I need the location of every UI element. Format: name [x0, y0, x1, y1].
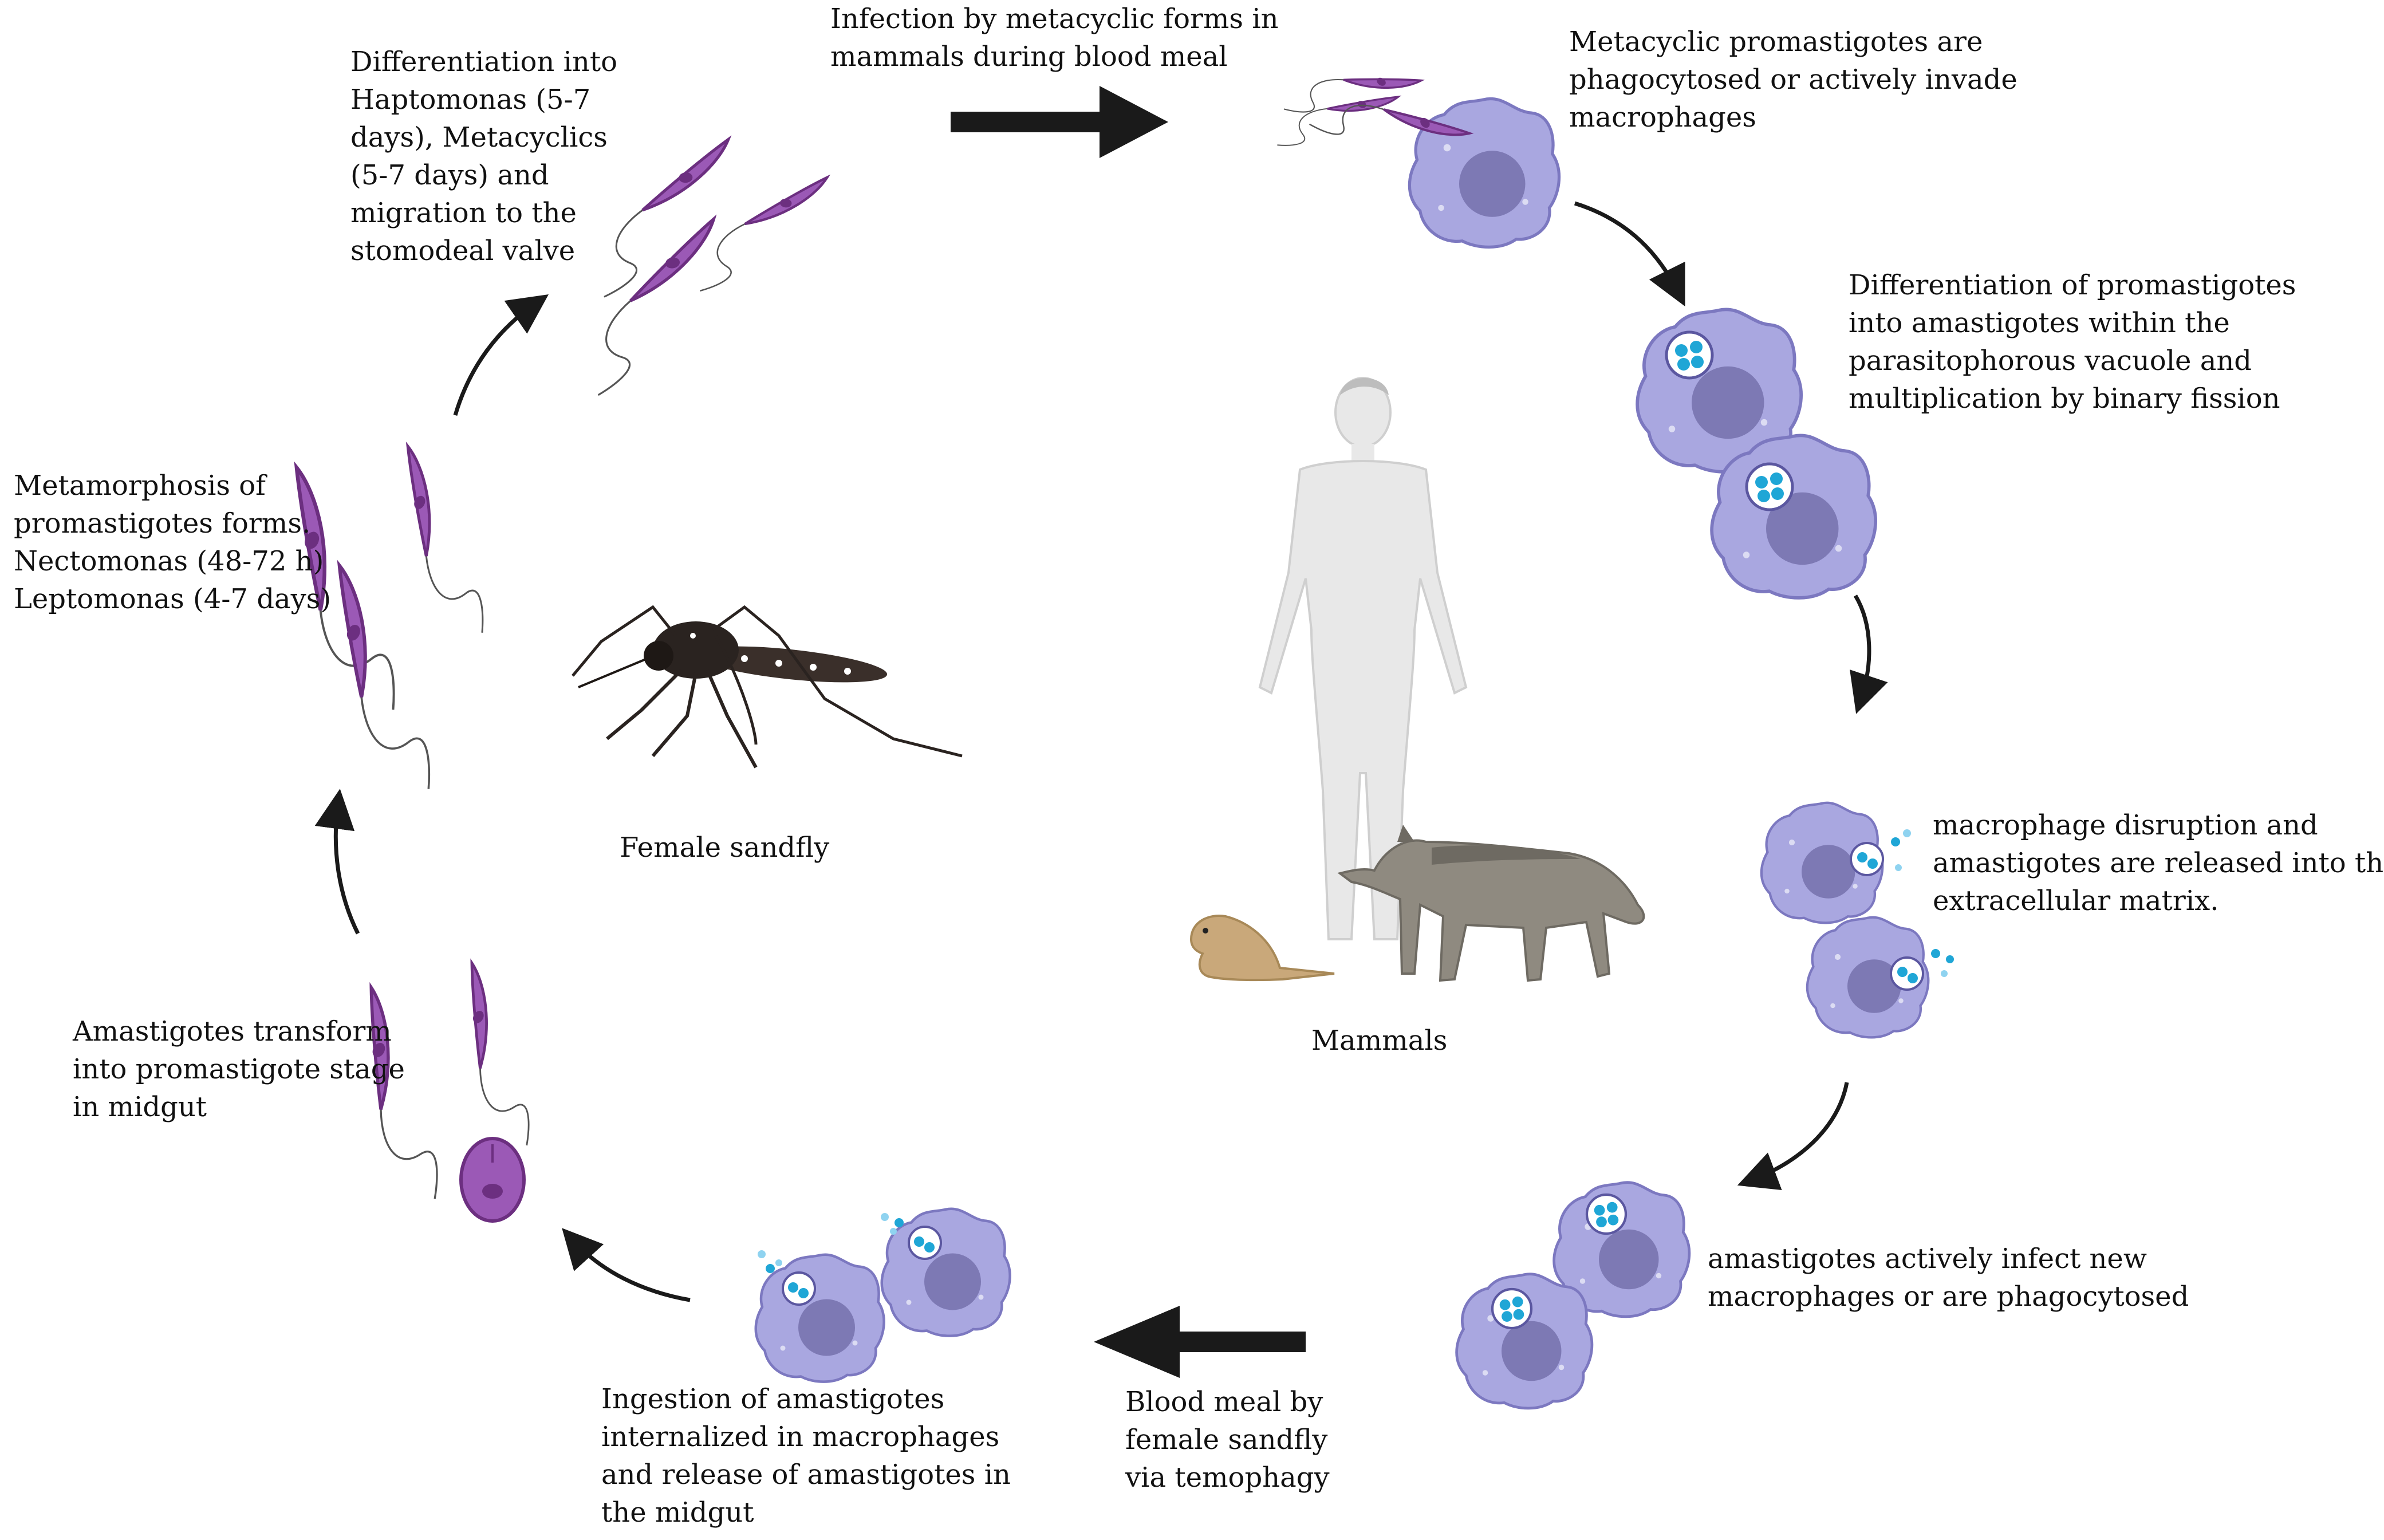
cycle-arrow-2 [1850, 594, 1888, 714]
wolf-illustration [1337, 825, 1645, 982]
label-phagocytosed: Metacyclic promastigotes are phagocytose… [1569, 26, 2017, 133]
sandfly-illustration [572, 605, 963, 769]
ingested-macrophage-1 [756, 1250, 884, 1382]
label-infection: Infection by metacyclic forms in mammals… [830, 3, 1279, 73]
cycle-arrow-6 [453, 294, 549, 416]
cycle-arrow-1 [1574, 201, 1685, 307]
infection-arrow [951, 86, 1168, 158]
blood-meal-arrow [1094, 1306, 1306, 1378]
label-disruption: macrophage disruption and amastigotes ar… [1933, 809, 2384, 917]
cycle-arrow-3 [1737, 1082, 1849, 1191]
label-differentiation-amastigotes: Differentiation of promastigotes into am… [1849, 269, 2296, 415]
rodent-illustration [1189, 915, 1335, 982]
label-reinfect: amastigotes actively infect new macropha… [1708, 1243, 2189, 1313]
ruptured-macrophage-1 [1762, 803, 1911, 923]
macrophage-invasion [1276, 24, 1559, 247]
label-female-sandfly: Female sandfly [620, 832, 830, 864]
amastigote-cell [459, 1137, 526, 1223]
ruptured-macrophage-2 [1807, 917, 1954, 1038]
label-differentiation-haptomonas: Differentiation into Haptomonas (5-7 day… [350, 46, 618, 267]
infected-macrophage-2 [1712, 435, 1875, 598]
cycle-arrow-4 [562, 1228, 691, 1302]
ingested-macrophage-2 [881, 1209, 1010, 1336]
label-mammals: Mammals [1311, 1025, 1448, 1057]
reinfected-macrophage-2 [1457, 1274, 1592, 1408]
cycle-arrow-5 [314, 789, 360, 935]
label-transform: Amastigotes transform into promastigote … [73, 1015, 405, 1123]
label-blood-meal: Blood meal by female sandfly via temopha… [1125, 1386, 1330, 1494]
human-silhouette [1258, 377, 1468, 940]
label-ingestion: Ingestion of amastigotes internalized in… [601, 1383, 1011, 1529]
label-metamorphosis: Metamorphosis of promastigotes forms. Ne… [14, 470, 332, 615]
